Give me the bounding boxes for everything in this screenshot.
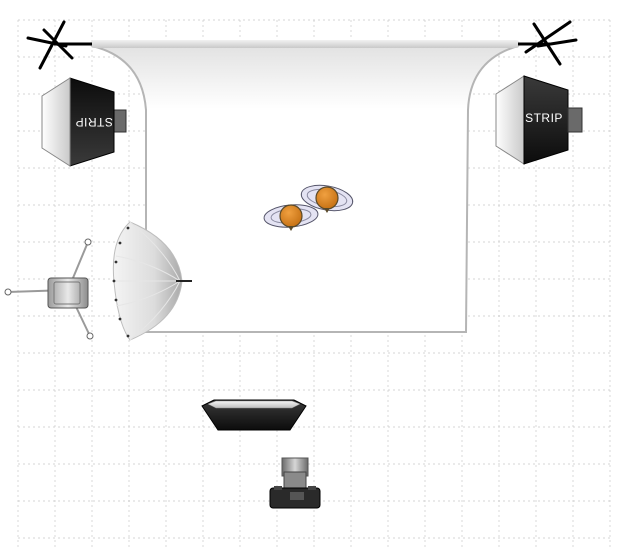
strip-softbox-icon: STRIP bbox=[495, 75, 583, 165]
left-strip-label: STRIP bbox=[75, 115, 113, 129]
beauty-dish-icon bbox=[201, 399, 307, 431]
tripod-flash-icon bbox=[4, 238, 94, 340]
strip-softbox-icon: STRIP bbox=[41, 77, 127, 167]
subject-icon bbox=[300, 184, 354, 213]
right-strip-label: STRIP bbox=[525, 111, 563, 125]
backdrop-roll bbox=[90, 40, 520, 48]
subject-icon bbox=[263, 204, 319, 231]
umbrella-icon bbox=[112, 221, 192, 341]
boom-stand-icon bbox=[518, 20, 578, 66]
camera-icon bbox=[269, 457, 321, 509]
boom-stand-icon bbox=[26, 20, 92, 70]
